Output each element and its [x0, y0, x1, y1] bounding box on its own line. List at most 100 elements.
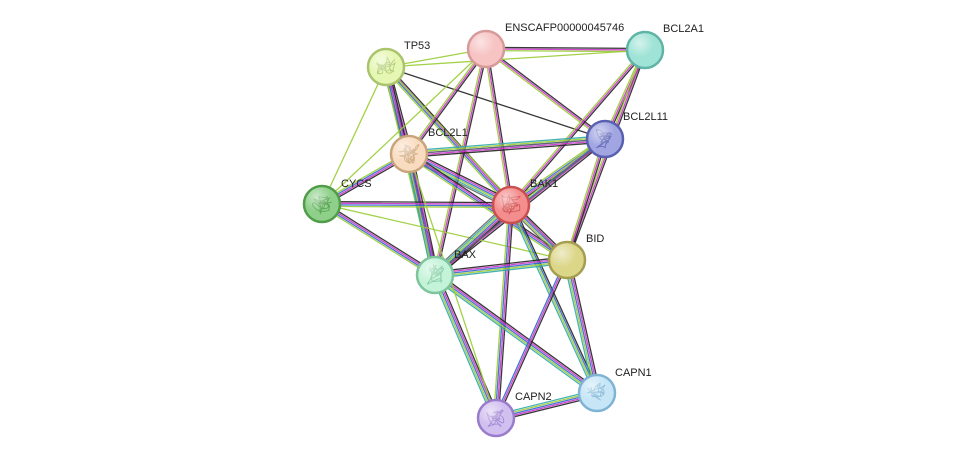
edge-evidence-line [383, 68, 510, 208]
edge-evidence-line [385, 66, 606, 140]
edge-evidence-line [411, 153, 439, 275]
edge-evidence-line [564, 138, 605, 260]
edge-evidence-line [435, 49, 489, 276]
edge-cycs-bax [320, 201, 437, 278]
edge-evidence-line [408, 153, 436, 276]
node-bak1[interactable]: BAK1 [491, 178, 558, 225]
edge-evidence-line [563, 260, 595, 394]
node-cycs[interactable]: CYCS [302, 178, 372, 224]
edge-evidence-line [564, 260, 597, 394]
edge-bax-bid [434, 256, 568, 279]
edge-evidence-line [486, 46, 646, 50]
edge-evidence-line [321, 205, 511, 209]
edge-evidence-line [409, 139, 606, 157]
node-label: BAK1 [530, 178, 558, 190]
edge-evidence-line [494, 204, 511, 418]
node-highlight [418, 258, 452, 292]
edge-evidence-line [434, 274, 497, 419]
edge-evidence-line [485, 48, 606, 140]
node-label: BCL2L11 [623, 111, 668, 123]
edge-evidence-line [409, 141, 606, 158]
edge-evidence-line [485, 48, 512, 206]
edge-bax-capn1 [432, 271, 600, 397]
edge-evidence-line [322, 202, 512, 205]
edge-evidence-line [486, 48, 514, 205]
edge-bcl2a1-bak1 [509, 48, 647, 207]
node-label: BCL2L1 [428, 127, 468, 139]
node-tp53[interactable]: TP53 [366, 40, 430, 87]
node-highlight [305, 187, 339, 221]
edge-evidence-line [408, 135, 605, 152]
edge-evidence-line [493, 259, 567, 418]
edge-evidence-line [434, 48, 487, 276]
edge-evidence-line [434, 257, 567, 275]
edge-evidence-line [483, 49, 511, 206]
node-label: ENSCAFP00000045746 [505, 22, 624, 34]
node-highlight [469, 32, 503, 66]
edge-evidence-line [434, 274, 598, 394]
edge-evidence-line [432, 277, 596, 397]
edge-evidence-line [432, 275, 496, 419]
edge-enscafp00000045746-bcl2l11 [484, 47, 607, 141]
node-highlight [628, 33, 662, 67]
node-enscafp00000045746[interactable]: ENSCAFP00000045746 [466, 22, 624, 69]
edge-cycs-bid [321, 203, 568, 261]
edge-evidence-line [435, 260, 568, 278]
edge-enscafp00000045746-bak1 [483, 48, 514, 206]
edge-evidence-line [512, 203, 600, 393]
edge-bid-capn2 [493, 259, 570, 419]
edge-cycs-bak1 [321, 200, 512, 209]
edge-enscafp00000045746-cycs [321, 48, 487, 205]
edge-evidence-line [407, 155, 567, 263]
node-bcl2l11[interactable]: BCL2L11 [585, 111, 668, 159]
edge-evidence-line [321, 48, 487, 205]
node-capn2[interactable]: CAPN2 [476, 391, 552, 438]
edge-evidence-line [407, 47, 486, 154]
edge-evidence-line [495, 259, 568, 419]
edge-evidence-line [321, 204, 435, 277]
edge-evidence-line [485, 48, 646, 51]
edge-evidence-line [484, 49, 605, 141]
edge-bcl2l11-bid [564, 138, 608, 261]
edge-tp53-bcl2l11 [385, 66, 606, 140]
node-label: BID [586, 233, 604, 245]
edge-evidence-line [433, 275, 597, 395]
edge-bcl2l1-bax [405, 153, 439, 276]
edge-enscafp00000045746-bax [432, 48, 489, 276]
edge-evidence-line [509, 48, 645, 205]
edge-evidence-line [511, 204, 599, 393]
edge-evidence-line [567, 259, 600, 393]
edge-evidence-line [409, 49, 488, 156]
edge-bid-capn1 [563, 259, 601, 394]
edge-evidence-line [492, 204, 510, 418]
node-highlight [550, 243, 584, 277]
node-bid[interactable]: BID [547, 233, 604, 280]
node-highlight [369, 50, 403, 84]
edge-evidence-line [406, 154, 435, 276]
edge-evidence-line [322, 201, 437, 274]
edge-evidence-line [431, 276, 494, 420]
edge-evidence-line [405, 154, 433, 276]
edge-evidence-line [508, 205, 596, 395]
edge-bak1-capn2 [492, 204, 515, 419]
edge-evidence-line [321, 204, 511, 207]
edge-evidence-line [510, 49, 646, 206]
edge-evidence-line [437, 273, 500, 417]
edge-evidence-line [566, 259, 598, 394]
node-highlight [479, 401, 513, 435]
edge-evidence-line [384, 67, 511, 206]
edge-evidence-line [434, 259, 568, 276]
edge-evidence-line [408, 136, 605, 154]
node-bcl2l1[interactable]: BCL2L1 [389, 127, 468, 174]
node-bax[interactable]: BAX [415, 249, 477, 295]
edge-evidence-line [320, 205, 435, 278]
node-highlight [494, 188, 528, 222]
node-bcl2a1[interactable]: BCL2A1 [625, 23, 704, 70]
edge-bak1-capn1 [508, 203, 600, 395]
edge-evidence-line [496, 260, 570, 419]
edge-evidence-line [322, 200, 512, 204]
edge-evidence-line [321, 203, 568, 261]
node-capn1[interactable]: CAPN1 [577, 367, 652, 413]
edge-capn2-bcl2l1 [408, 153, 497, 419]
node-highlight [588, 122, 622, 156]
